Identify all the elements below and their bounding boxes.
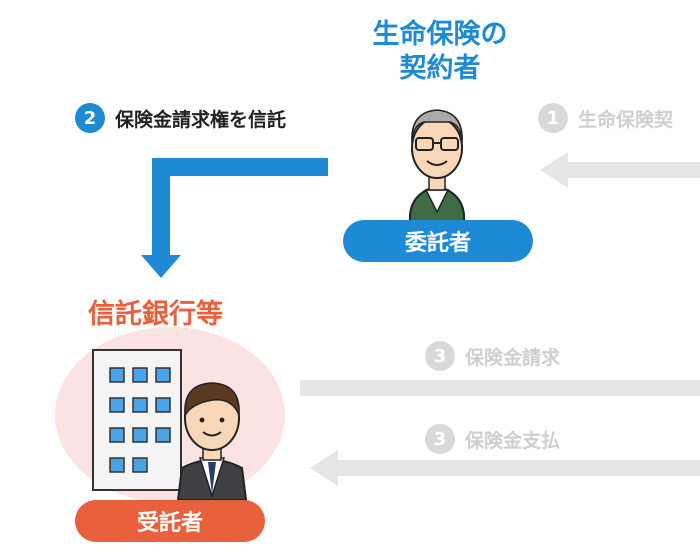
gray-line-step3-claim [300,380,700,396]
step-number-badge: 1 [538,103,568,133]
step-label: 保険金請求権を信託 [115,108,287,131]
step-trust-claim-right: 2 保険金請求権を信託 [75,103,286,133]
insurance-contractor-title: 生命保険の 契約者 [340,18,540,86]
insurance-contractor-line2: 契約者 [399,53,481,84]
gray-arrow-step1 [540,152,700,188]
step-label: 保険金請求 [465,346,561,369]
blue-arrow [141,158,328,278]
building-illustration [92,349,182,491]
gray-arrow-step3-payment [310,450,700,486]
businessman-illustration [176,382,248,501]
settlor-badge: 委託者 [343,220,533,262]
insurance-contractor-line1: 生命保険の [372,19,508,50]
step-number-badge: 3 [425,341,455,371]
step-label: 生命保険契 [578,108,674,131]
step-number-badge: 2 [75,103,105,133]
step-number-badge: 3 [425,424,455,454]
step-insurance-payment: 3 保険金支払 [425,424,560,454]
trustee-badge: 受託者 [75,500,265,542]
step-label: 保険金支払 [465,429,561,452]
elderly-man-illustration [408,109,466,223]
step-insurance-contract: 1 生命保険契 [538,103,673,133]
step-insurance-claim: 3 保険金請求 [425,341,560,371]
trust-bank-title: 信託銀行等 [88,299,223,330]
